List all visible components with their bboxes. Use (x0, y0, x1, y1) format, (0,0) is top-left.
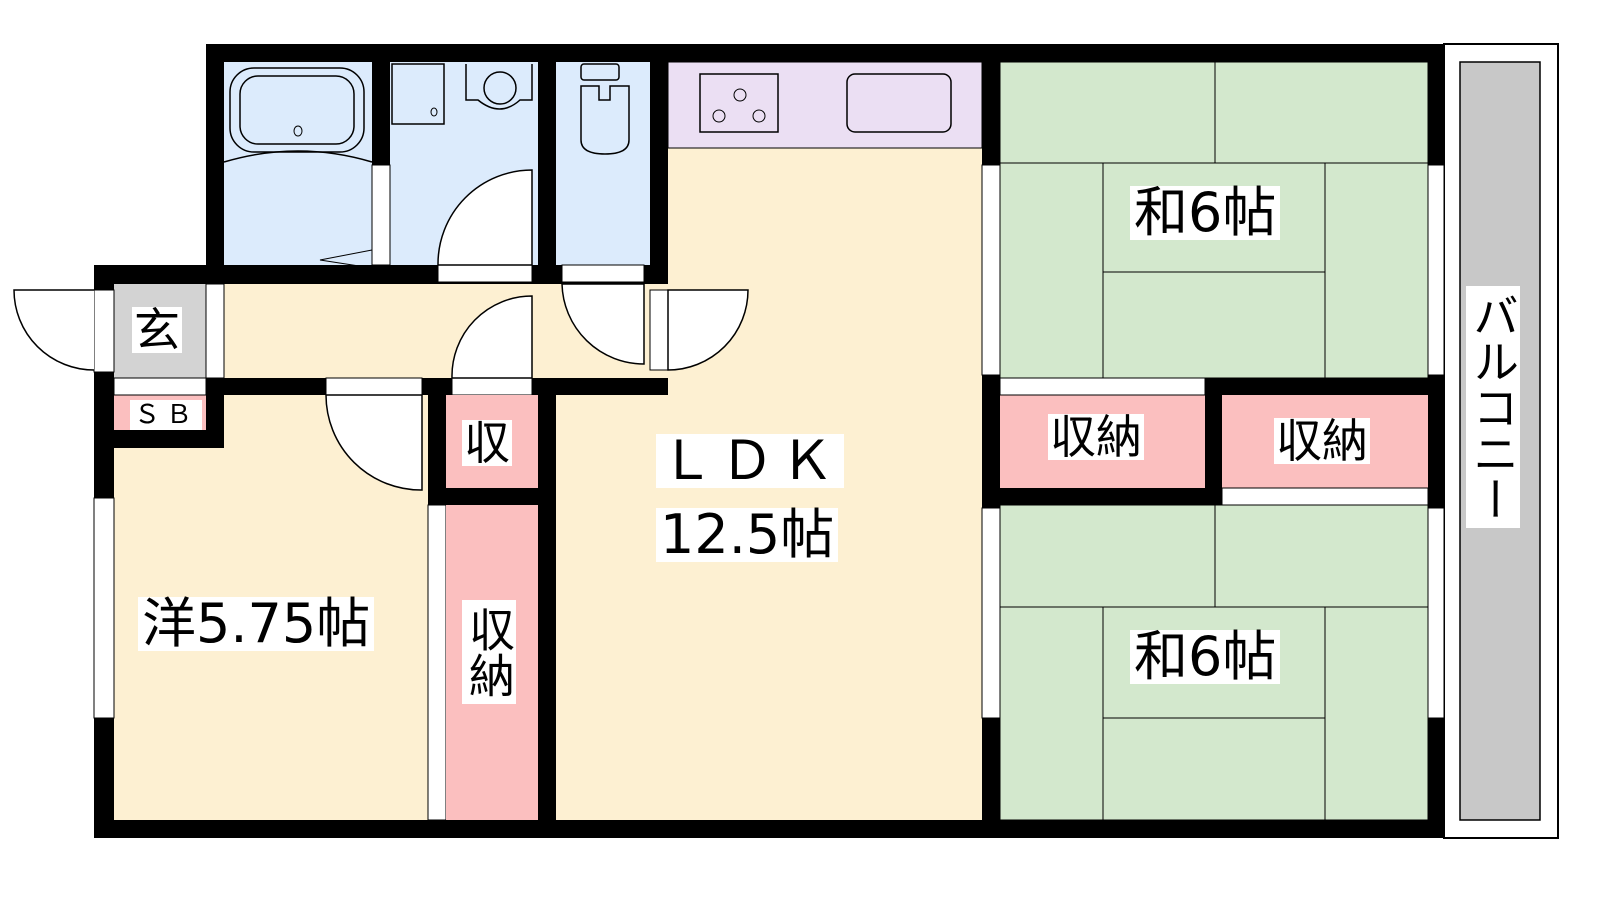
ldk-size-label: 12.5帖 (656, 508, 839, 562)
ldk-door-frame (649, 289, 669, 371)
western-door[interactable] (325, 394, 423, 491)
bathroom (224, 62, 372, 265)
bath-folding-door[interactable] (371, 164, 391, 266)
balcony-window-bottom[interactable] (1427, 507, 1445, 719)
washroom-door[interactable] (437, 169, 533, 266)
ldk-room-lower (556, 395, 668, 820)
kitchen-counter (667, 61, 983, 149)
bath-floor-edge (223, 150, 373, 163)
balcony-window-top[interactable] (1427, 164, 1445, 376)
basin-icon (483, 71, 517, 105)
closet-right-label: 収納 (1274, 414, 1370, 468)
closet-right-door[interactable] (1221, 487, 1429, 506)
front-door-frame (93, 289, 115, 373)
japanese-room-top-label: 和6帖 (1130, 186, 1281, 240)
fusuma-top[interactable] (981, 164, 1001, 376)
storage-door-frame (451, 377, 533, 396)
washing-machine-icon (391, 63, 445, 125)
bath-door-swing-icon (319, 249, 373, 269)
bathtub-icon (229, 67, 365, 153)
kitchen-sink-icon (846, 73, 952, 133)
storage-vertical-label: 収納 (462, 600, 516, 704)
toilet (556, 62, 650, 265)
toilet-door[interactable] (561, 283, 645, 365)
storage-door[interactable] (451, 295, 533, 379)
bathtub-inner (239, 75, 355, 145)
stove-icon (699, 73, 779, 133)
burner-icon (712, 109, 726, 123)
western-door-frame (325, 377, 423, 396)
toilet-tank-icon (580, 63, 620, 81)
balcony-label: バルコニー (1466, 286, 1520, 528)
ldk-door[interactable] (667, 289, 749, 371)
japanese-room-bottom-label: 和6帖 (1130, 630, 1281, 684)
western-room-label: 洋5.75帖 (138, 597, 375, 651)
drain-icon (293, 125, 303, 137)
burner-icon (752, 109, 766, 123)
washer-drain (430, 107, 438, 117)
ldk-label: ＬＤＫ (656, 434, 844, 488)
front-door[interactable] (13, 289, 95, 371)
burner-icon (733, 88, 747, 102)
toilet-bowl-icon (580, 85, 630, 155)
entrance-label: 玄 (132, 303, 182, 357)
western-window (93, 497, 115, 719)
entrance-step (205, 283, 225, 379)
sink-icon (465, 64, 533, 110)
closet-sliding-door[interactable] (427, 504, 447, 821)
toilet-door-frame (561, 264, 645, 283)
shoe-box-door[interactable] (113, 377, 207, 396)
washroom-door-frame (437, 264, 533, 283)
closet-left-door[interactable] (999, 377, 1206, 396)
storage-small-label: 収 (462, 416, 512, 470)
shoe-box-label: ＳＢ (130, 400, 203, 430)
closet-left-label: 収納 (1048, 410, 1144, 464)
fusuma-bottom[interactable] (981, 507, 1001, 719)
